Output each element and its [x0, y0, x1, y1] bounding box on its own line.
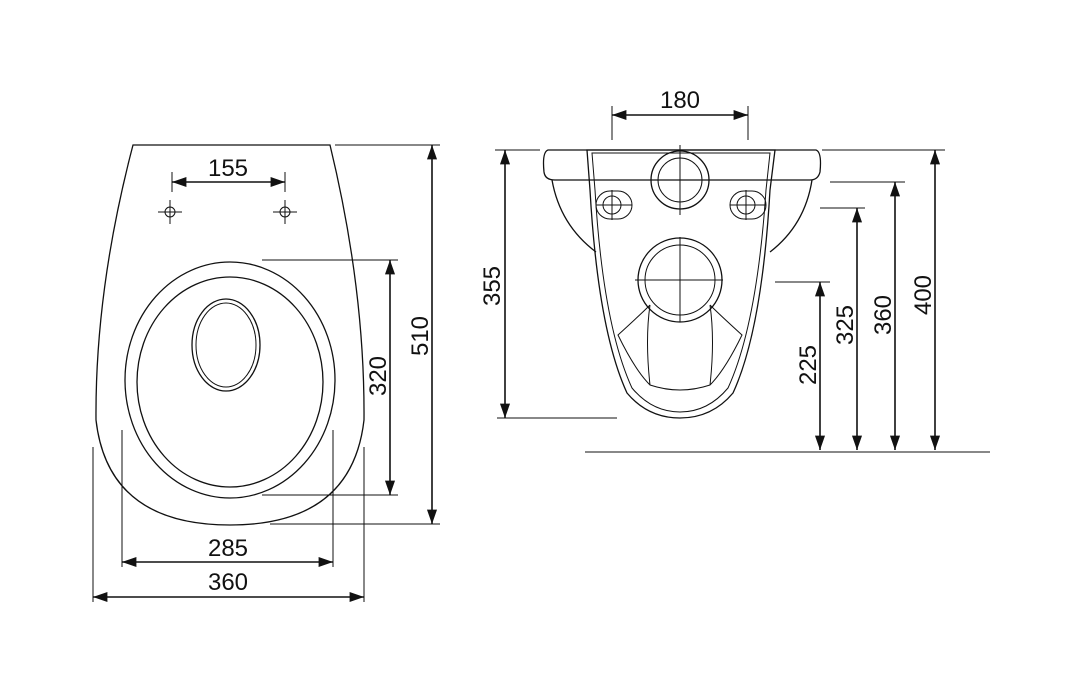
dim-320: 320 [365, 356, 392, 396]
bowl-body [586, 149, 776, 419]
inlet-pipe-icon [647, 145, 713, 215]
top-view: 155 320 510 285 360 [92, 144, 440, 603]
dim-360-height: 360 [870, 295, 897, 335]
front-view: 180 355 225 325 360 400 [479, 87, 990, 453]
dim-325: 325 [832, 305, 859, 345]
outlet-pipe-icon [635, 237, 723, 323]
dim-355: 355 [479, 266, 506, 306]
dim-400: 400 [910, 275, 937, 315]
fixing-hole-icon [595, 190, 633, 220]
mounting-hole-icon [273, 200, 297, 224]
dim-360: 360 [208, 569, 248, 596]
fixing-hole-icon [729, 190, 767, 220]
mounting-hole-icon [158, 200, 182, 224]
rim-inner [136, 276, 324, 488]
dim-155: 155 [208, 155, 248, 182]
dim-225: 225 [795, 345, 822, 385]
rim [542, 149, 822, 181]
rim-outer [124, 261, 336, 499]
dim-510: 510 [407, 316, 434, 356]
dim-285: 285 [208, 535, 248, 562]
bowl-outline [95, 144, 365, 526]
dim-180: 180 [660, 87, 700, 114]
drain-opening [191, 298, 261, 392]
